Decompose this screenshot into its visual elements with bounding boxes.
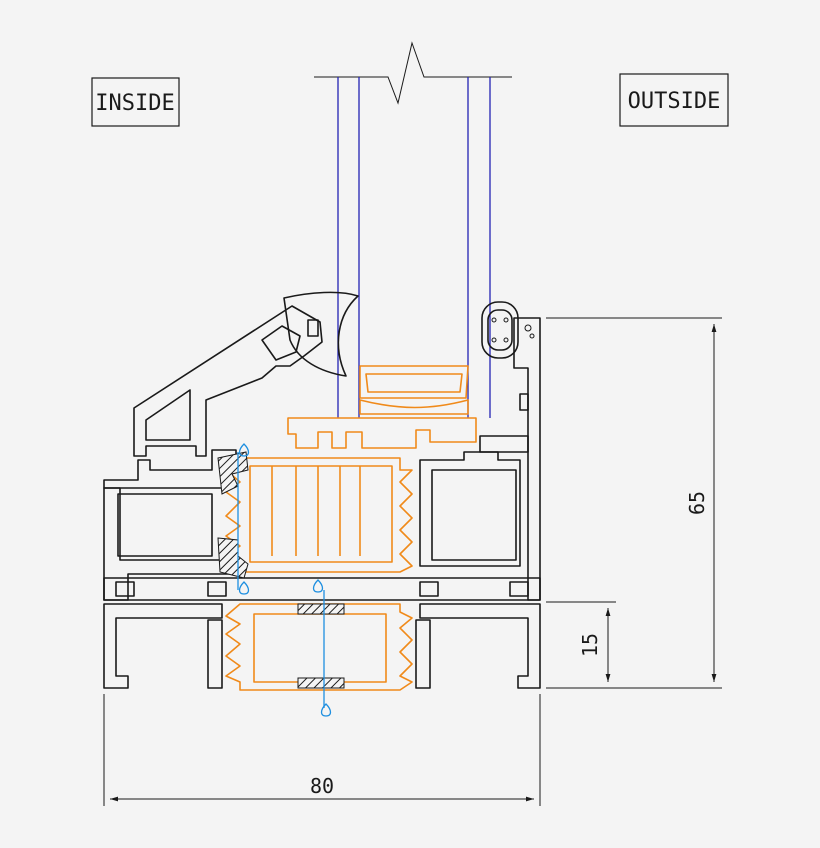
- dimension-80-label: 80: [310, 774, 334, 798]
- frame-hatched-connectors: [297, 603, 345, 689]
- inside-label-group: INSIDE: [91, 77, 180, 127]
- sash-hatched-gaskets: [217, 451, 249, 579]
- glass-break-line: [314, 41, 512, 105]
- dimension-65-label: 65: [685, 491, 709, 515]
- sash-thermal-break: [225, 417, 477, 573]
- dimension-65: 65: [546, 317, 722, 689]
- frame-profile: [103, 603, 541, 689]
- setting-block: [359, 365, 469, 415]
- sash-profile: [103, 317, 541, 601]
- outside-label-group: OUTSIDE: [619, 73, 729, 127]
- dimension-15-label: 15: [578, 633, 602, 657]
- inside-label: INSIDE: [95, 91, 174, 116]
- drainage: [237, 443, 332, 717]
- inside-label-box: [91, 77, 180, 127]
- glass-panes: [337, 77, 491, 418]
- outside-gasket: [481, 301, 535, 359]
- frame-thermal-break: [225, 603, 413, 691]
- outside-label: OUTSIDE: [628, 89, 721, 114]
- dimension-15: 15: [546, 601, 616, 682]
- glazing-bead: [133, 291, 359, 457]
- dimension-80: 80: [103, 694, 541, 806]
- outside-label-box: [619, 73, 729, 127]
